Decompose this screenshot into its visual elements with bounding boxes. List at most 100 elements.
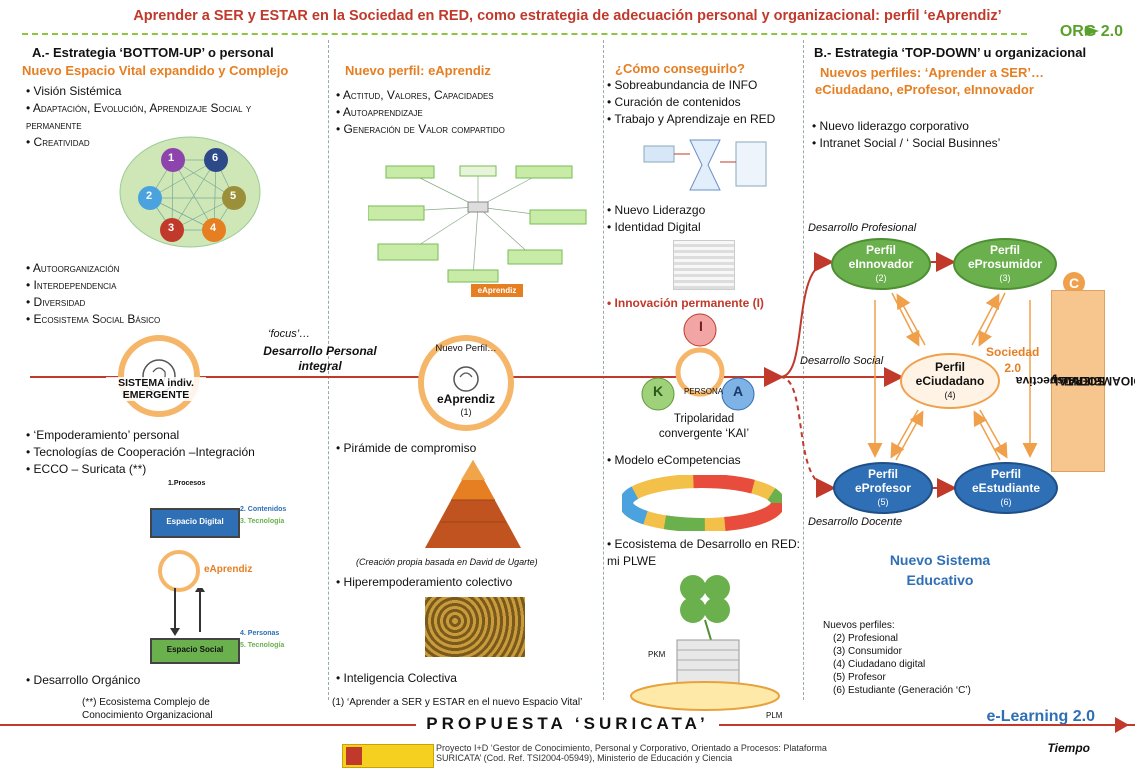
desarrollo-social-label: Desarrollo Social — [800, 355, 884, 367]
focus-label: ‘focus’… — [268, 328, 311, 340]
wheel-number: 3 — [168, 222, 175, 234]
list-item: Autoaprendizaje — [336, 104, 596, 121]
legend-item: (2) Profesional — [833, 633, 899, 644]
sociedad-version: 2.0 — [1004, 361, 1022, 375]
col3-heading: ¿Cómo conseguirlo? — [615, 61, 745, 76]
column-separator — [328, 40, 329, 700]
col1-subheading: Nuevo Espacio Vital expandido y Complejo — [22, 63, 289, 78]
wheel-number: 5 — [230, 190, 237, 202]
dashed-divider — [22, 33, 1027, 35]
espacio-digital-box: Espacio Digital — [150, 508, 240, 538]
col3-list-ecosistema: Ecosistema de Desarrollo en RED: mi PLWE — [607, 536, 802, 570]
list-item: Curación de contenidos — [607, 94, 802, 111]
list-item: Autoorganización — [26, 260, 306, 277]
desarrollo-profesional-label: Desarrollo Profesional — [808, 222, 917, 234]
propuesta-title: PROPUESTA ‘SURICATA’ — [0, 714, 1135, 734]
profile-einnovador: Perfil eInnovador (2) — [831, 238, 931, 290]
legend-item: (5) Profesor — [833, 672, 886, 683]
col1-list-final: Desarrollo Orgánico — [26, 672, 306, 689]
center-name-label: eAprendiz — [436, 392, 495, 406]
list-item: Nuevo liderazgo corporativo — [812, 118, 1072, 135]
tiempo-label: Tiempo — [1047, 741, 1090, 755]
espacio-social-box: Espacio Social — [150, 638, 240, 664]
mindmap-thumbnail — [368, 165, 587, 283]
profile-eciudadano: Perfil eCiudadano (4) — [900, 353, 1000, 409]
profile-eestudiante: Perfil eEstudiante (6) — [954, 462, 1058, 514]
legend-item: (4) Ciudadano digital — [833, 659, 926, 670]
plm-label: PLM — [766, 711, 783, 720]
col1-list-bottom: ‘Empoderamiento’ personal Tecnologías de… — [26, 427, 316, 478]
center-num-label: (1) — [460, 407, 472, 417]
kai-diagram — [641, 313, 755, 411]
profile-eprofesor: Perfil eProfesor (5) — [833, 462, 933, 514]
list-item: Inteligencia Colectiva — [336, 670, 596, 687]
list-item: Generación de Valor compartido — [336, 121, 596, 138]
profiles-legend: Nuevos perfiles: (2) Profesional (3) Con… — [823, 619, 971, 697]
identity-thumbnail — [673, 240, 735, 290]
badge-c: C — [1063, 272, 1085, 294]
espacio-diagram: 1.Procesos Espacio Digital 2. Contenidos… — [130, 478, 310, 668]
tecnologia-label: 5. Tecnología — [240, 642, 285, 649]
crowd-image — [425, 597, 525, 657]
eaprendiz-head-icon — [158, 550, 200, 592]
focus-line2: Desarrollo Personal — [263, 344, 377, 358]
tripolaridad-label: Tripolaridad — [673, 413, 735, 425]
list-item: Modelo eCompetencias — [607, 452, 802, 469]
nuevo-sistema-label: Nuevo Sistema — [889, 552, 991, 568]
wheel-diagram — [119, 136, 261, 248]
list-item: Ecosistema Social Básico — [26, 311, 306, 328]
list-item: Pirámide de compromiso — [336, 440, 596, 457]
plwe-image — [630, 575, 780, 711]
wheel-number: 2 — [146, 190, 153, 202]
col2-list-top: Actitud, Valores, Capacidades Autoaprend… — [336, 87, 596, 138]
kai-letter-i: I — [699, 318, 703, 334]
col1-list-top: Visión Sistémica Adaptación, Evolución, … — [26, 83, 306, 151]
col3-list-top: Sobreabundancia de INFO Curación de cont… — [607, 77, 802, 128]
kai-letter-a: A — [732, 383, 744, 399]
list-item: Trabajo y Aprendizaje en RED — [607, 111, 802, 128]
wheel-number: 6 — [212, 152, 219, 164]
pkm-label: PKM — [648, 650, 666, 659]
center-top-label: Nuevo Perfil… — [435, 343, 497, 354]
ecompetencias-image — [622, 475, 782, 531]
tecnologia-label: 3. Tecnología — [240, 518, 285, 525]
list-item: Nuevo Liderazgo — [607, 202, 802, 219]
list-item: Sobreabundancia de INFO — [607, 77, 802, 94]
col2-list-hiper: Hiperempoderamiento colectivo — [336, 574, 596, 591]
list-item: Diversidad — [26, 294, 306, 311]
col3-list-modelo: Modelo eCompetencias — [607, 452, 802, 469]
arrow-right-icon — [1085, 26, 1099, 36]
list-item: Creatividad — [26, 134, 306, 151]
sistema-head-icon — [118, 335, 200, 417]
kai-letter-k: K — [652, 383, 664, 399]
col1-heading: A.- Estrategia ‘BOTTOM-UP’ o personal — [32, 45, 274, 60]
focus-line3: integral — [298, 359, 342, 373]
col1-footnote: (**) Ecosistema Complejo de Conocimiento… — [82, 697, 213, 721]
col4-subheading-1: Nuevos perfiles: ‘Aprender a SER’… — [820, 65, 1044, 80]
vertical-line-3: MEDIOAMBIENTAL — [1051, 374, 1135, 388]
innovacion-label: • Innovación permanente (I) — [607, 296, 764, 310]
ministerio-logo — [342, 744, 434, 768]
arrows-icon — [170, 588, 205, 636]
curation-thumbnail — [643, 139, 767, 191]
head-icon — [453, 366, 479, 392]
list-item: Ecosistema de Desarrollo en RED: mi PLWE — [607, 536, 802, 570]
contenidos-label: 2. Contenidos — [240, 506, 287, 513]
list-item: Intranet Social / ‘ Social Businnes’ — [812, 135, 1072, 152]
col1-list-mid: Autoorganización Interdependencia Divers… — [26, 260, 306, 328]
perspectiva-box: Perspectiva SOCIAL y MEDIOAMBIENTAL — [1016, 290, 1135, 472]
eaprendiz-small-label: eAprendiz — [204, 564, 253, 575]
list-item: Adaptación, Evolución, Aprendizaje Socia… — [26, 100, 306, 134]
list-item: Actitud, Valores, Capacidades — [336, 87, 596, 104]
sistema-label: SISTEMA indiv. — [118, 377, 194, 389]
creacion-note: (Creación propia basada en David de Ugar… — [356, 557, 538, 567]
procesos-label: 1.Procesos — [168, 480, 206, 487]
legend-item: (6) Estudiante (Generación ‘C’) — [833, 685, 971, 696]
sociedad-label: Sociedad — [986, 345, 1040, 359]
list-item: Desarrollo Orgánico — [26, 672, 306, 689]
pyramid-image — [425, 460, 521, 548]
list-item: ‘Empoderamiento’ personal — [26, 427, 316, 444]
col4-heading: B.- Estrategia ‘TOP-DOWN’ u organizacion… — [814, 45, 1087, 60]
persona-label: PERSONA — [684, 387, 724, 396]
legend-item: (3) Consumidor — [833, 646, 902, 657]
